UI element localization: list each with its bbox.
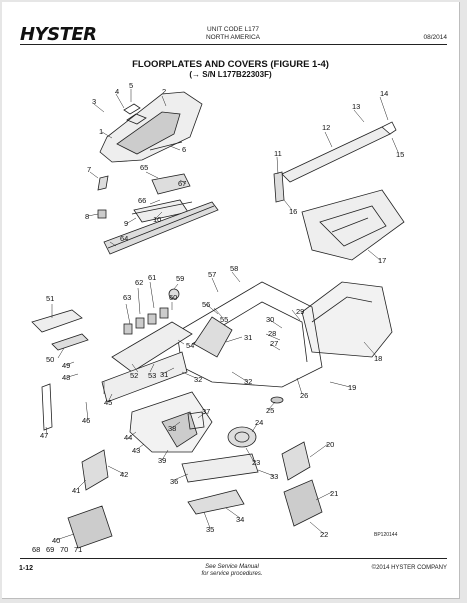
leader-lines [45,89,399,541]
callout-33: 33 [270,472,278,481]
callout-71: 71 [74,545,82,554]
callout-1: 1 [99,127,103,136]
callout-22: 22 [320,530,328,539]
callout-60: 60 [169,293,177,302]
callout-31: 31 [244,333,252,342]
copyright: ©2014 HYSTER COMPANY [371,565,447,571]
callout-47: 47 [40,431,48,440]
callout-46: 46 [82,416,90,425]
brand-logo: HYSTER [20,24,97,45]
callout-31: 31 [160,370,168,379]
callout-17: 17 [378,256,386,265]
callout-41: 41 [72,486,80,495]
catalog-page: HYSTER UNIT CODE L177 NORTH AMERICA 08/2… [2,2,460,599]
callout-69: 69 [46,545,54,554]
callout-49: 49 [62,361,70,370]
callout-64: 64 [120,234,128,243]
callout-24: 24 [255,418,263,427]
callout-48: 48 [62,373,70,382]
callout-6: 6 [182,145,186,154]
footer-rule [20,558,447,559]
callout-18: 18 [374,354,382,363]
callout-42: 42 [120,470,128,479]
header-date: 08/2014 [423,34,448,41]
callout-52: 52 [130,371,138,380]
service-note-line2: for service procedures. [201,571,263,577]
callout-15: 15 [396,150,404,159]
callout-11: 11 [274,149,282,158]
callout-28: 28 [268,329,276,338]
callout-26: 26 [300,391,308,400]
callout-66: 66 [138,196,146,205]
callout-53: 53 [148,371,156,380]
callout-54: 54 [186,341,194,350]
callout-21: 21 [330,489,338,498]
figure-code: BP120144 [374,532,398,538]
callout-27: 27 [270,339,278,348]
callout-37: 37 [202,407,210,416]
header-rule [20,44,447,45]
header-info: UNIT CODE L177 NORTH AMERICA [178,26,288,42]
callout-63: 63 [123,293,131,302]
callout-32: 32 [194,375,202,384]
figure-title: FLOORPLATES AND COVERS (FIGURE 1-4) [132,59,329,70]
callout-20: 20 [326,440,334,449]
callout-10: 10 [153,215,161,224]
region: NORTH AMERICA [205,34,261,41]
callout-32: 32 [244,377,252,386]
callout-40: 40 [52,536,60,545]
callout-39: 39 [158,456,166,465]
callout-23: 23 [252,458,260,467]
callout-68: 68 [32,545,40,554]
service-note-line1: See Service Manual [205,564,259,570]
figure-subtitle: (→ S/N L177B22303F) [189,70,272,79]
callout-70: 70 [60,545,68,554]
callout-7: 7 [87,165,91,174]
callout-14: 14 [380,89,388,98]
callout-30: 30 [266,315,274,324]
callout-51: 51 [46,294,54,303]
callout-61: 61 [148,273,156,282]
callout-50: 50 [46,355,54,364]
callout-38: 38 [168,424,176,433]
callout-9: 9 [124,219,128,228]
callout-58: 58 [230,264,238,273]
callout-5: 5 [129,82,133,90]
callout-12: 12 [322,123,330,132]
callout-59: 59 [176,274,184,283]
callout-2: 2 [162,87,166,96]
callout-44: 44 [124,433,132,442]
callout-43: 43 [132,446,140,455]
part-drawings [31,91,405,549]
callout-65: 65 [140,163,148,172]
page-number: 1-12 [19,565,34,572]
callout-45: 45 [104,398,112,407]
service-note: See Service Manual for service procedure… [162,564,302,578]
callout-16: 16 [289,207,297,216]
callout-57: 57 [208,270,216,279]
callout-55: 55 [220,315,228,324]
callout-13: 13 [352,102,360,111]
callout-19: 19 [348,383,356,392]
callout-67: 67 [178,179,186,188]
callout-25: 25 [266,406,274,415]
callout-34: 34 [236,515,244,524]
callout-36: 36 [170,477,178,486]
callout-4: 4 [115,87,119,96]
callout-3: 3 [92,97,96,106]
callout-56: 56 [202,300,210,309]
unit-code: UNIT CODE L177 [207,26,259,33]
exploded-parts-diagram: 1234567891011121314151617181920212223242… [31,82,405,554]
callout-62: 62 [135,278,143,287]
callout-35: 35 [206,525,214,534]
callout-29: 29 [296,307,304,316]
callout-8: 8 [85,212,89,221]
